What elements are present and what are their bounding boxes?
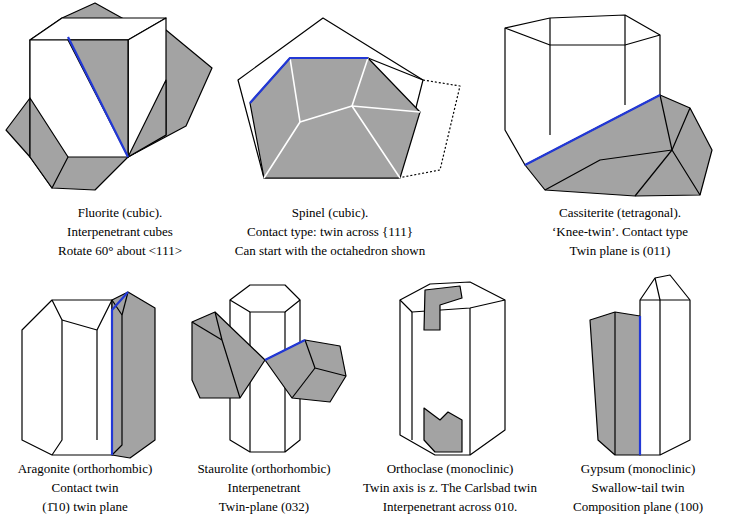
orthoclase-twin [400,282,505,455]
cassiterite-twin [505,15,712,196]
caption-line: ‘Knee-twin’. Contact type [552,224,688,240]
mineral-name: Orthoclase (monoclinic) [387,461,514,477]
mineral-name: Spinel (cubic). [292,205,369,221]
mineral-name: Gypsum (monoclinic) [581,461,695,477]
caption-line: Can start with the octahedron shown [235,243,425,259]
mineral-name: Fluorite (cubic). [78,205,162,221]
caption-line: Interpenetrant across 010. [383,499,518,515]
mineral-name: Aragonite (orthorhombic) [18,461,153,477]
staurolite-twin [192,285,346,452]
caption-line: Composition plane (100) [573,499,703,515]
caption-line: (1̄10) twin plane [42,499,127,515]
caption-line: Interpenetrant [228,480,301,496]
spinel-twin [238,18,460,178]
caption-line: Contact twin [52,480,119,496]
caption-line: Interpenetrant cubes [67,224,173,240]
caption-line: Twin-plane (032) [219,499,309,515]
aragonite-twin [22,292,155,458]
fluorite-twin [6,3,212,190]
mineral-name: Cassiterite (tetragonal). [559,205,681,221]
mineral-name: Staurolite (orthorhombic) [197,461,330,477]
caption-line: Swallow-tail twin [592,480,685,496]
caption-line: Twin plane is (011) [570,243,671,259]
caption-line: Contact type: twin across {111} [247,224,413,240]
caption-line: Twin axis is z. The Carlsbad twin [363,480,537,496]
caption-line: Rotate 60° about <111> [58,243,182,259]
gypsum-twin [590,275,690,455]
